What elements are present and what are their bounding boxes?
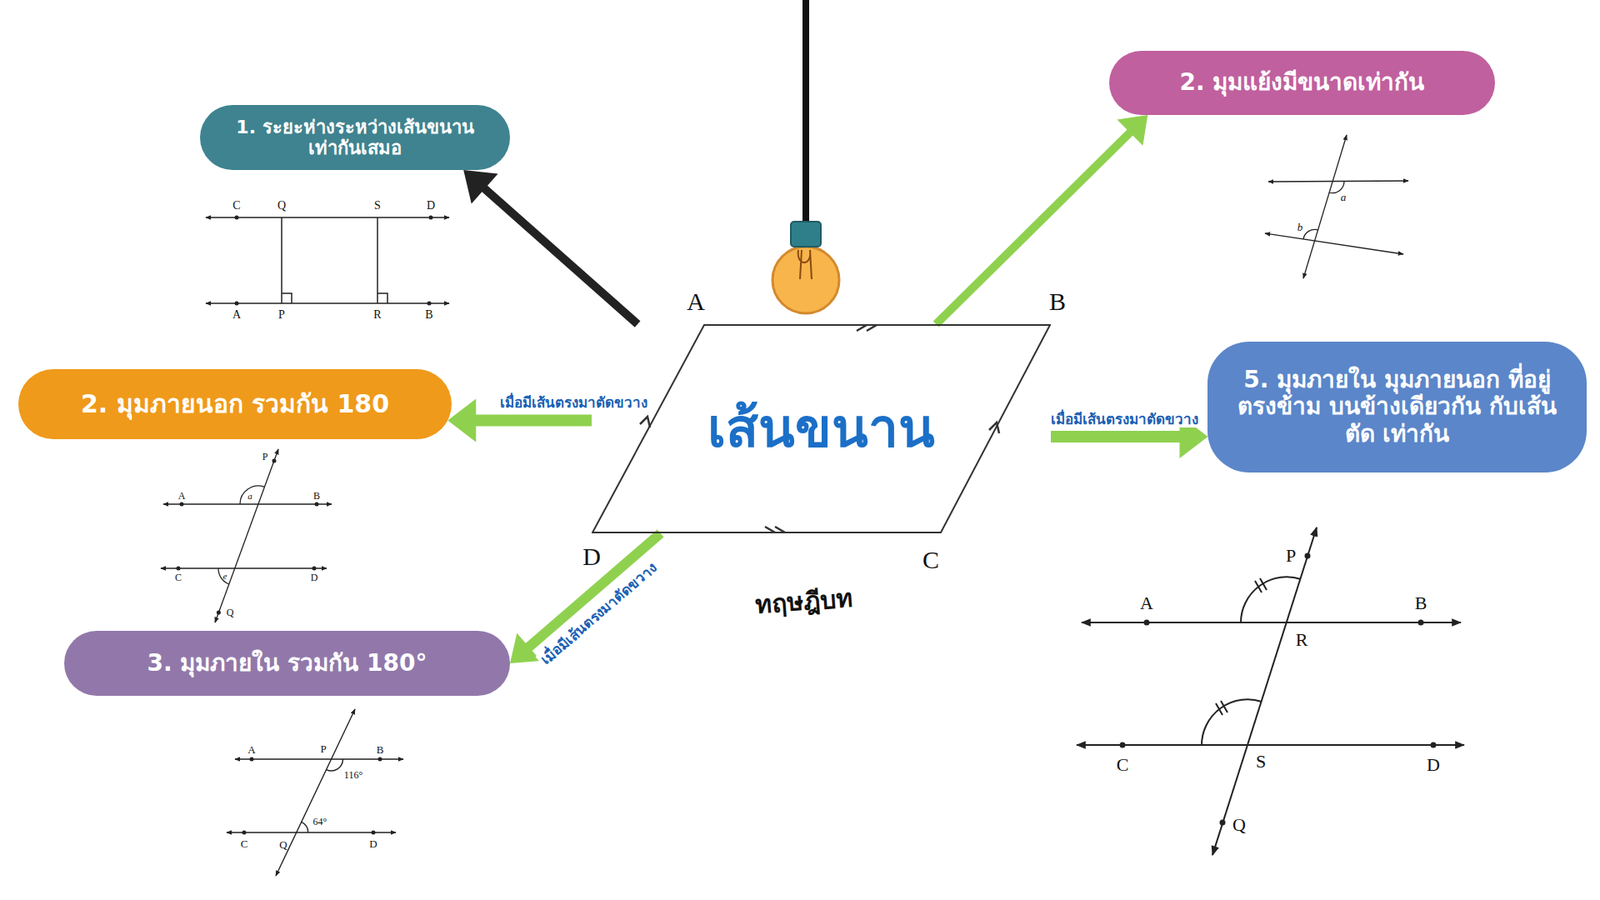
point-label: D bbox=[369, 838, 377, 850]
point-label: B bbox=[1049, 289, 1066, 315]
arrow-shaft bbox=[935, 130, 1132, 325]
center-title: เส้นขนาน bbox=[707, 398, 935, 460]
theorem-pill: 5. มุมภายใน มุมภายนอก ที่อยู่ตรงข้าม บนข… bbox=[1207, 341, 1587, 473]
point-label: Q bbox=[277, 200, 286, 212]
angle-label: b bbox=[1297, 221, 1304, 233]
angle-label: e bbox=[223, 571, 228, 581]
central-parallelogram: เส้นขนาน bbox=[591, 324, 1051, 534]
point-label: B bbox=[313, 490, 320, 501]
edge-label: เมื่อมีเส้นตรงมาตัดขวาง bbox=[497, 394, 650, 411]
point-label: P bbox=[278, 309, 285, 321]
theorem-text: 1. ระยะห่างระหว่างเส้นขนาน เท่ากันเสมอ bbox=[230, 116, 480, 160]
arrow-head bbox=[510, 633, 541, 664]
point-label: D bbox=[310, 572, 319, 583]
point-label: Q bbox=[226, 607, 235, 618]
point-label: C bbox=[922, 547, 940, 573]
point-label: D bbox=[426, 200, 435, 212]
point-label: A bbox=[1140, 594, 1154, 613]
point-label: C bbox=[1116, 755, 1130, 775]
point-label: A bbox=[247, 744, 255, 755]
arrow-head bbox=[1116, 115, 1148, 146]
theorem-arrow bbox=[935, 115, 1148, 325]
point-label: R bbox=[1295, 630, 1309, 650]
exterior-angle-figure bbox=[160, 449, 332, 623]
arrow-shaft bbox=[1050, 430, 1183, 443]
point-label: 64° bbox=[313, 816, 328, 827]
point-label: 116° bbox=[344, 770, 363, 780]
point-label: R bbox=[373, 309, 381, 321]
arrow-head bbox=[463, 170, 498, 205]
arrow-shaft bbox=[473, 414, 592, 426]
arrow-shaft bbox=[526, 533, 660, 649]
point-label: S bbox=[374, 200, 381, 212]
point-label: C bbox=[232, 200, 240, 212]
angle-label: a bbox=[247, 491, 253, 501]
theorem-pill: 2. มุมภายนอก รวมกัน 180 bbox=[18, 369, 452, 440]
theorem-text: 5. มุมภายใน มุมภายนอก ที่อยู่ตรงข้าม บนข… bbox=[1235, 366, 1559, 448]
corresponding-angle-figure bbox=[1076, 527, 1465, 855]
theorem-text: 3. มุมภายใน รวมกัน 180° bbox=[147, 650, 428, 677]
interior-angle-figure bbox=[226, 709, 404, 876]
point-label: B bbox=[376, 744, 385, 755]
point-label: P bbox=[262, 451, 269, 462]
edge-label: เมื่อมีเส้นตรงมาตัดขวาง bbox=[535, 557, 662, 670]
side-arrow bbox=[640, 416, 650, 428]
point-label: A bbox=[232, 309, 241, 321]
point-label: C bbox=[240, 838, 249, 850]
theorem-pill: 2. มุมแย้งมีขนาดเท่ากัน bbox=[1109, 50, 1495, 115]
alternate-angle-figure bbox=[1265, 135, 1409, 279]
theorem-caption: ทฤษฎีบท bbox=[755, 585, 855, 618]
point-label: B bbox=[1415, 594, 1428, 613]
point-label: Q bbox=[279, 839, 287, 850]
theorem-pill: 3. มุมภายใน รวมกัน 180° bbox=[64, 630, 510, 696]
point-label: D bbox=[582, 544, 601, 570]
side-arrow bbox=[989, 422, 1000, 434]
parallel-mark bbox=[856, 324, 877, 331]
edge-label: เมื่อมีเส้นตรงมาตัดขวาง bbox=[1048, 410, 1201, 428]
arrow-shaft bbox=[482, 186, 638, 325]
parallel-mark bbox=[765, 526, 785, 534]
point-label: D bbox=[1426, 755, 1440, 775]
angle-label: a bbox=[1340, 191, 1347, 203]
point-label: A bbox=[686, 289, 705, 315]
point-label: A bbox=[178, 490, 186, 501]
parallelogram-shape bbox=[592, 325, 1050, 533]
point-label: P bbox=[320, 743, 326, 755]
arrow-head bbox=[447, 398, 476, 442]
light-bulb bbox=[772, 0, 840, 314]
theorem-arrow bbox=[463, 170, 638, 325]
theorem-text: 2. มุมภายนอก รวมกัน 180 bbox=[80, 390, 390, 420]
theorem-arrow bbox=[510, 533, 661, 664]
point-label: B bbox=[425, 309, 433, 321]
point-label: S bbox=[1255, 752, 1266, 771]
theorem-text: 2. มุมแย้งมีขนาดเท่ากัน bbox=[1180, 69, 1425, 96]
point-label: Q bbox=[1232, 815, 1246, 835]
point-label: P bbox=[1285, 546, 1296, 565]
theorem-pill: 1. ระยะห่างระหว่างเส้นขนาน เท่ากันเสมอ bbox=[200, 105, 510, 170]
distance-figure bbox=[205, 215, 450, 306]
point-label: C bbox=[175, 572, 182, 583]
